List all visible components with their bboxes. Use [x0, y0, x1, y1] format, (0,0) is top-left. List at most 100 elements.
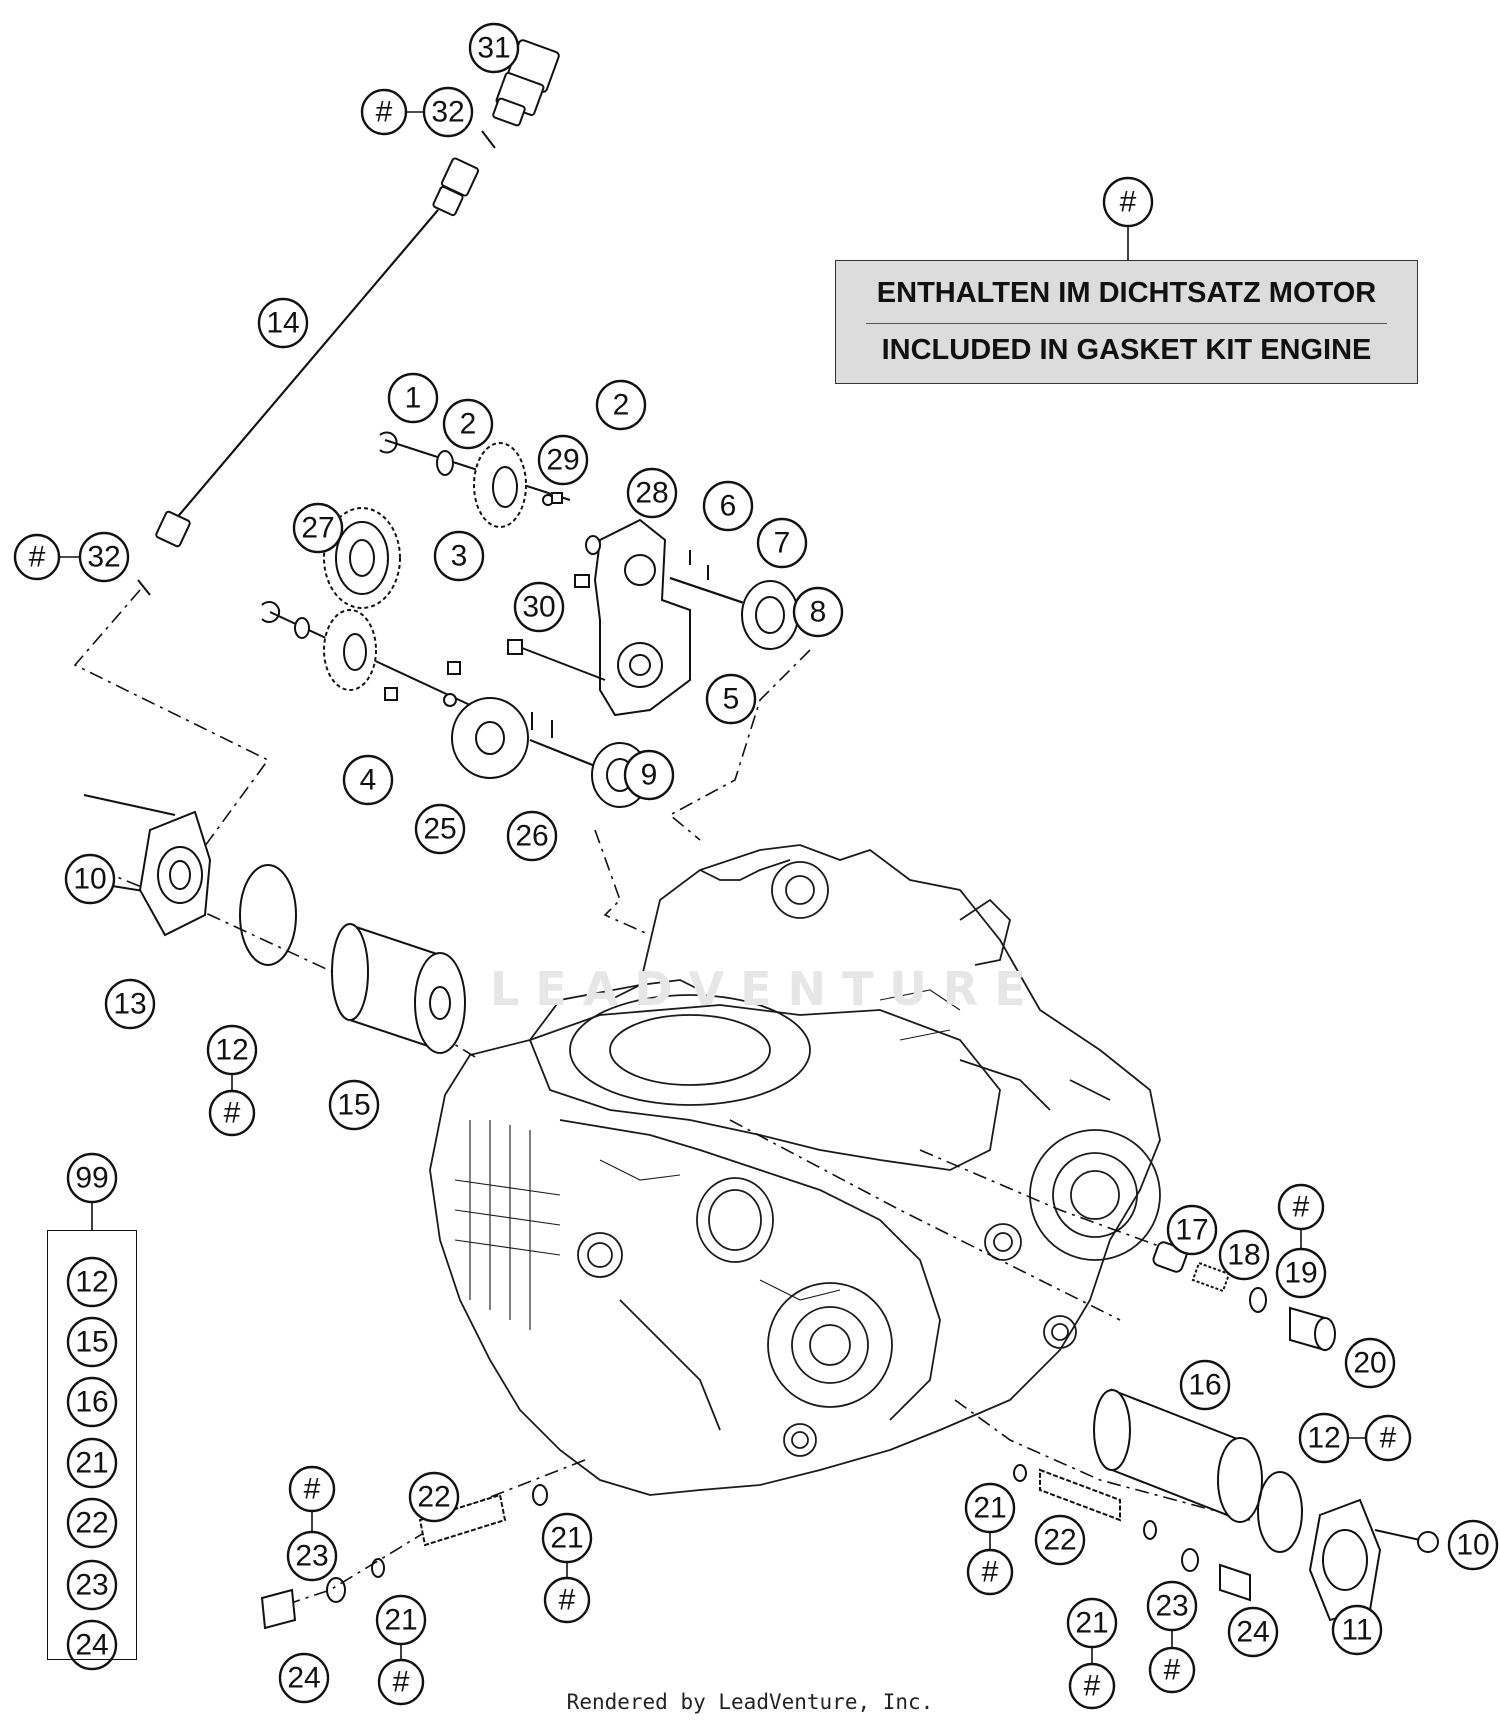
- svg-text:22: 22: [417, 1481, 450, 1514]
- svg-text:8: 8: [810, 596, 827, 629]
- svg-text:6: 6: [720, 490, 737, 523]
- gasket-note-german: ENTHALTEN IM DICHTSATZ MOTOR: [876, 277, 1377, 309]
- svg-text:24: 24: [1236, 1616, 1269, 1649]
- svg-text:10: 10: [73, 863, 106, 896]
- callout-21a: 21: [541, 1512, 593, 1564]
- part-4-gear-lower: [261, 601, 471, 707]
- assembly-lines: [73, 589, 1251, 1611]
- svg-text:29: 29: [546, 444, 579, 477]
- callout-hash-21d: #: [1068, 1662, 1116, 1710]
- callout-13: 13: [104, 978, 156, 1030]
- svg-text:#: #: [1084, 1670, 1101, 1703]
- callout-27: 27: [292, 502, 344, 554]
- svg-text:20: 20: [1353, 1347, 1386, 1380]
- svg-text:#: #: [29, 541, 46, 574]
- svg-text:14: 14: [266, 307, 299, 340]
- svg-text:7: 7: [774, 527, 791, 560]
- gasket-note-divider: [866, 323, 1387, 324]
- footer-credit: Rendered by LeadVenture, Inc.: [566, 1690, 934, 1714]
- callout-32a: 32: [422, 86, 474, 138]
- svg-text:#: #: [559, 1584, 576, 1617]
- part-11-filter-cover-right: [1308, 1498, 1439, 1622]
- svg-text:21: 21: [973, 1492, 1006, 1525]
- callout-1: 1: [387, 372, 439, 424]
- svg-text:25: 25: [423, 813, 456, 846]
- part-10-13-filter-cover-left: [73, 794, 297, 966]
- kit99-item-22: 22: [66, 1497, 118, 1549]
- svg-text:23: 23: [75, 1569, 108, 1602]
- svg-text:23: 23: [295, 1540, 328, 1573]
- callout-32b: 32: [78, 531, 130, 583]
- svg-text:5: 5: [723, 683, 740, 716]
- callout-hash-19: #: [1277, 1183, 1325, 1231]
- callout-19: 19: [1275, 1247, 1327, 1299]
- svg-text:#: #: [1120, 186, 1137, 219]
- kit99-item-15: 15: [66, 1316, 118, 1368]
- part-27-gear: [323, 507, 401, 609]
- svg-text:99: 99: [75, 1162, 108, 1195]
- svg-text:11: 11: [1341, 1614, 1372, 1647]
- svg-text:18: 18: [1227, 1239, 1260, 1272]
- svg-text:1: 1: [405, 382, 422, 415]
- callout-22a: 22: [408, 1471, 460, 1523]
- callout-hash-21c: #: [966, 1548, 1014, 1596]
- callout-21c: 21: [964, 1482, 1016, 1534]
- svg-text:9: 9: [641, 759, 658, 792]
- svg-text:24: 24: [75, 1629, 108, 1662]
- part-28-pump-cover-upper: [507, 492, 691, 717]
- svg-text:24: 24: [287, 1662, 320, 1695]
- svg-text:12: 12: [75, 1266, 108, 1299]
- svg-text:17: 17: [1175, 1214, 1208, 1247]
- svg-text:10: 10: [1456, 1529, 1489, 1562]
- callout-23b: 23: [1146, 1580, 1198, 1632]
- callout-11: 11: [1331, 1604, 1383, 1656]
- callout-5: 5: [705, 673, 757, 725]
- callout-21d: 21: [1066, 1597, 1118, 1649]
- callout-7: 7: [756, 517, 808, 569]
- callout-hash-23b: #: [1148, 1646, 1196, 1694]
- callout-12b: 12: [1298, 1412, 1350, 1464]
- svg-text:#: #: [304, 1473, 321, 1506]
- svg-text:4: 4: [360, 764, 377, 797]
- gasket-note-english: INCLUDED IN GASKET KIT ENGINE: [881, 334, 1372, 366]
- watermark: LEADVENTURE: [490, 962, 1042, 1016]
- callout-20: 20: [1344, 1337, 1396, 1389]
- callout-12a: 12: [206, 1024, 258, 1076]
- svg-text:16: 16: [1188, 1369, 1221, 1402]
- callout-10a: 10: [64, 853, 116, 905]
- svg-text:21: 21: [550, 1522, 583, 1555]
- callout-2b: 2: [595, 379, 647, 431]
- callout-4: 4: [342, 754, 394, 806]
- svg-text:2: 2: [613, 389, 630, 422]
- callout-hash-12b: #: [1364, 1414, 1412, 1462]
- callout-8: 8: [792, 586, 844, 638]
- svg-text:21: 21: [75, 1447, 108, 1480]
- kit99-bracket: [47, 1230, 137, 1660]
- callout-21b: 21: [375, 1594, 427, 1646]
- callout-9: 9: [623, 749, 675, 801]
- svg-text:#: #: [1380, 1422, 1397, 1455]
- gasket-kit-note: ENTHALTEN IM DICHTSATZ MOTOR INCLUDED IN…: [835, 260, 1418, 384]
- svg-text:12: 12: [215, 1034, 248, 1067]
- part-22-24-screen-left: [260, 1484, 548, 1630]
- svg-text:15: 15: [75, 1326, 108, 1359]
- svg-text:22: 22: [75, 1507, 108, 1540]
- part-5-8-shaft-rotor: [669, 550, 799, 650]
- svg-text:#: #: [224, 1097, 241, 1130]
- part-15-oil-filter: [331, 923, 466, 1054]
- part-31-sensor: [481, 39, 560, 149]
- svg-text:#: #: [1293, 1191, 1310, 1224]
- svg-text:21: 21: [1075, 1607, 1108, 1640]
- svg-text:32: 32: [431, 96, 464, 129]
- callout-17: 17: [1166, 1204, 1218, 1256]
- part-14-oil-line: [137, 157, 480, 596]
- svg-text:#: #: [1164, 1654, 1181, 1687]
- svg-text:19: 19: [1284, 1257, 1317, 1290]
- svg-text:30: 30: [522, 591, 555, 624]
- callout-31: 31: [468, 22, 520, 74]
- svg-text:21: 21: [384, 1604, 417, 1637]
- kit99-item-16: 16: [66, 1376, 118, 1428]
- callout-10b: 10: [1447, 1519, 1499, 1571]
- svg-text:2: 2: [460, 408, 477, 441]
